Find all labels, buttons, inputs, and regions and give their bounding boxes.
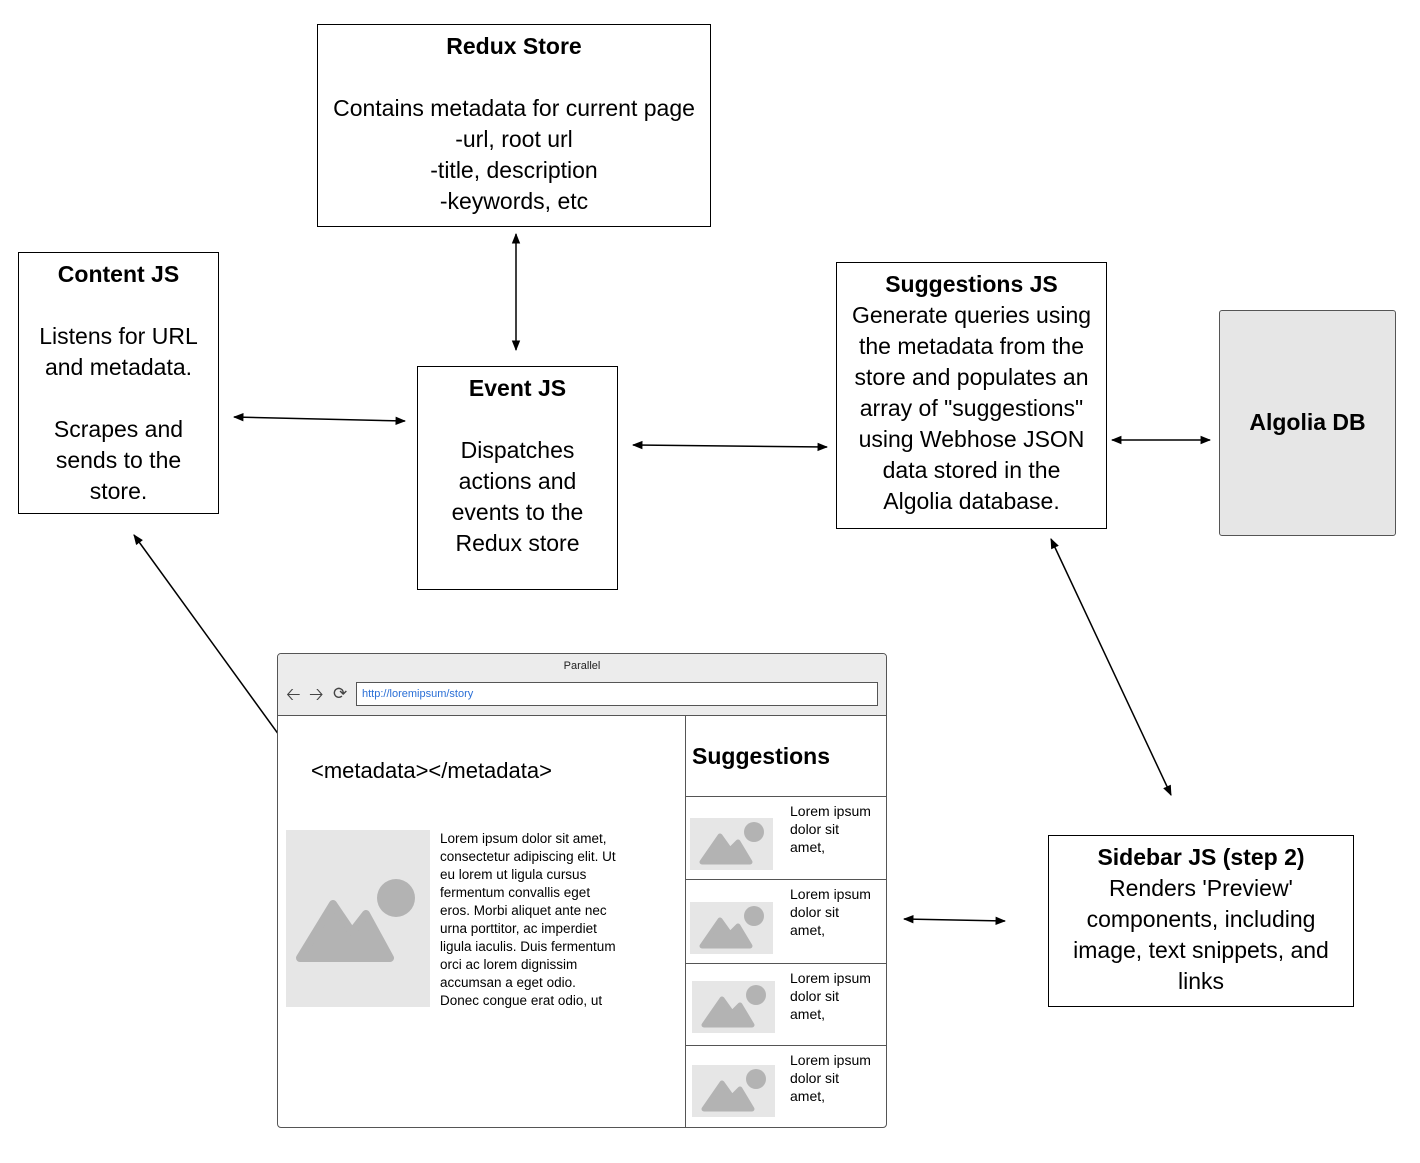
card-line: Lorem ipsum [790,1052,871,1068]
arrow-content-event [232,413,407,425]
suggestions-sidebar: Suggestions Lorem ipsum dolor sit amet, … [685,715,887,1127]
story-line: Donec congue erat odio, ut [440,993,603,1008]
card-line: dolor sit [790,821,840,837]
card-line: amet, [790,922,826,938]
sidebar-js-line: image, text snippets, and [1073,937,1329,963]
forward-arrow-icon[interactable]: 🡢 [309,684,324,704]
sidebar-js-box: Sidebar JS (step 2) Renders 'Preview' co… [1048,835,1354,1007]
back-arrow-icon[interactable]: 🡠 [286,684,301,704]
story-line: ligula iaculis. Duis fermentum [440,939,616,954]
event-js-line: Dispatches [460,437,575,463]
suggestion-card[interactable]: Lorem ipsum dolor sit amet, [686,964,887,1046]
algolia-db-box: Algolia DB [1219,310,1396,536]
suggestions-js-line: using Webhose JSON [858,426,1085,452]
card-line: amet, [790,1088,826,1104]
image-placeholder-icon [692,981,775,1033]
event-js-line: actions and [458,468,577,494]
story-line: consectetur adipiscing elit. Ut [440,849,616,864]
redux-store-title: Redux Store [446,33,582,59]
sidebar-js-line: components, including [1086,906,1316,932]
card-line: dolor sit [790,1070,840,1086]
redux-store-box: Redux Store Contains metadata for curren… [317,24,711,227]
redux-store-line: -title, description [430,157,598,183]
event-js-box: Event JS Dispatches actions and events t… [417,366,618,590]
content-js-line: store. [89,478,148,504]
content-js-line: and metadata. [44,354,193,380]
card-line: dolor sit [790,904,840,920]
arrow-event-suggestions [631,440,829,452]
reload-icon[interactable]: ⟳ [333,684,348,703]
card-line: Lorem ipsum [790,886,871,902]
redux-store-line: -url, root url [455,126,573,152]
arrow-sidebar-sidebarjs [902,914,1007,926]
image-placeholder-icon [690,818,773,870]
story-line: eu lorem ut ligula cursus [440,867,587,882]
card-line: amet, [790,1006,826,1022]
sidebar-js-line: links [1177,968,1224,994]
content-js-line: Scrapes and [53,416,184,442]
sidebar-js-line: Renders 'Preview' [1109,875,1293,901]
suggestions-heading: Suggestions [686,715,887,797]
suggestions-js-line: data stored in the [882,457,1061,483]
suggestions-js-line: array of "suggestions" [859,395,1084,421]
suggestion-card[interactable]: Lorem ipsum dolor sit amet, [686,880,887,964]
redux-store-line: Contains metadata for current page [333,95,695,121]
card-line: Lorem ipsum [790,970,871,986]
suggestions-js-line: Generate queries using [851,302,1092,328]
content-js-line: sends to the [55,447,182,473]
image-placeholder-icon [286,830,430,1007]
story-line: accumsan a eget odio. [440,975,576,990]
event-js-line: events to the [451,499,584,525]
image-placeholder-icon [690,902,773,954]
browser-toolbar: Parallel 🡠 🡢 ⟳ http://loremipsum/story [278,654,886,716]
content-js-line: Listens for URL [39,323,198,349]
suggestions-js-line: store and populates an [854,364,1089,390]
algolia-db-title: Algolia DB [1249,409,1366,435]
event-js-title: Event JS [468,375,567,401]
image-placeholder-icon [692,1065,775,1117]
card-line: dolor sit [790,988,840,1004]
browser-window-title: Parallel [563,660,601,672]
suggestion-card[interactable]: Lorem ipsum dolor sit amet, [686,1046,887,1127]
story-line: eros. Morbi aliquet ante nec [440,903,607,918]
sidebar-js-title: Sidebar JS (step 2) [1097,844,1305,870]
suggestion-card[interactable]: Lorem ipsum dolor sit amet, [686,797,887,880]
arrow-content-metadata [133,534,301,765]
story-line: fermentum convallis eget [440,885,591,900]
redux-store-line: -keywords, etc [439,188,589,214]
card-line: Lorem ipsum [790,803,871,819]
content-js-box: Content JS Listens for URL and metadata.… [18,252,219,514]
arrow-suggestions-sidebarjs [1050,538,1172,796]
card-line: amet, [790,839,826,855]
suggestions-js-line: Algolia database. [883,488,1060,514]
suggestions-js-box: Suggestions JS Generate queries using th… [836,262,1107,529]
content-js-title: Content JS [57,261,180,287]
suggestion-card-text: Lorem ipsum dolor sit amet, [790,802,880,856]
page-content: <metadata></metadata> Lorem ipsum dolor … [278,715,685,1127]
metadata-tag: <metadata></metadata> [311,758,552,783]
url-bar[interactable]: http://loremipsum/story [356,682,878,706]
suggestion-card-text: Lorem ipsum dolor sit amet, [790,1051,880,1105]
suggestions-js-title: Suggestions JS [885,271,1058,297]
suggestion-card-text: Lorem ipsum dolor sit amet, [790,969,880,1023]
story-line: urna porttitor, ac imperdiet [440,921,597,936]
suggestion-card-text: Lorem ipsum dolor sit amet, [790,885,880,939]
event-js-line: Redux store [455,530,580,556]
story-line: orci ac lorem dignissim [440,957,578,972]
suggestions-js-line: the metadata from the [858,333,1084,359]
story-text: Lorem ipsum dolor sit amet, consectetur … [440,830,640,1010]
story-line: Lorem ipsum dolor sit amet, [440,831,607,846]
browser-mockup: Parallel 🡠 🡢 ⟳ http://loremipsum/story <… [277,653,887,1128]
